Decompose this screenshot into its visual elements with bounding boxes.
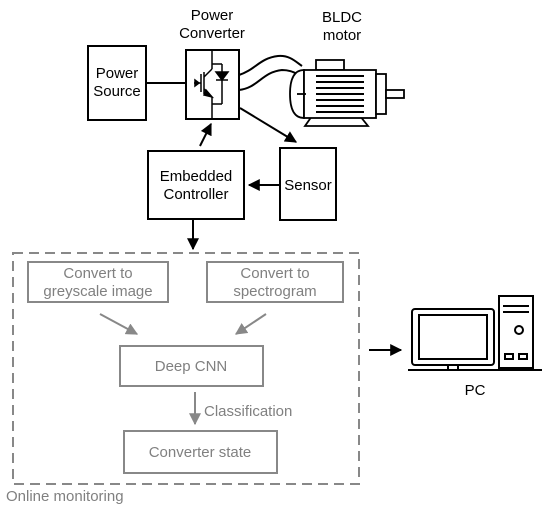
power-source-label-line2: Source — [93, 83, 141, 100]
power-converter-block: Power Converter — [179, 7, 245, 120]
embedded-controller-block: Embedded Controller — [147, 150, 245, 220]
spectrogram-label-line2: spectrogram — [233, 283, 316, 300]
embedded-controller-label-line2: Controller — [163, 186, 228, 203]
online-monitoring-label: Online monitoring — [6, 488, 124, 505]
greyscale-label-line2: greyscale image — [43, 283, 152, 300]
converter-to-sensor-arrow — [239, 107, 298, 143]
classification-label: Classification — [204, 403, 292, 420]
deep-cnn-block: Deep CNN — [119, 345, 264, 387]
embedded-controller-label-line1: Embedded — [160, 168, 233, 185]
online-monitoring-group: Online monitoring — [6, 252, 360, 505]
power-converter-label-line2: Converter — [179, 25, 245, 42]
pc-label: PC — [465, 382, 486, 399]
bldc-motor-block: BLDC motor — [289, 9, 405, 127]
motor-icon — [289, 59, 405, 127]
greyscale-label-line1: Convert to — [63, 265, 132, 282]
motor-cable-upper — [238, 54, 303, 76]
power-source-label-line1: Power — [96, 65, 139, 82]
bldc-motor-label-line1: BLDC — [322, 9, 362, 26]
power-converter-label-line1: Power — [191, 7, 234, 24]
greyscale-block: Convert to greyscale image — [27, 261, 169, 303]
deep-cnn-label: Deep CNN — [155, 358, 228, 375]
sensor-label: Sensor — [284, 177, 332, 194]
sensor-block: Sensor — [279, 147, 337, 221]
bldc-motor-label-line2: motor — [323, 27, 361, 44]
greyscale-to-cnn-arrow — [99, 313, 139, 335]
power-source-block: Power Source — [87, 45, 147, 121]
spectrogram-label-line1: Convert to — [240, 265, 309, 282]
converter-state-label: Converter state — [149, 444, 252, 461]
pc-block: PC — [408, 295, 542, 399]
igbt-diode-icon — [194, 50, 230, 119]
computer-icon — [408, 295, 542, 371]
controller-to-converter-arrow — [199, 122, 212, 147]
spectrogram-block: Convert to spectrogram — [206, 261, 344, 303]
spectrogram-to-cnn-arrow — [235, 313, 267, 335]
converter-state-block: Converter state — [123, 430, 278, 474]
